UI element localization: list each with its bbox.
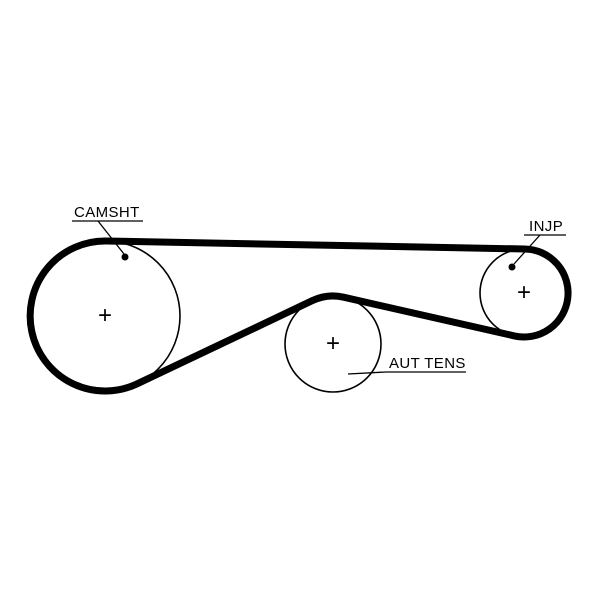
injection-pump-leader-line <box>513 234 541 265</box>
timing-belt-path <box>26 237 572 395</box>
camshaft-leader-line <box>97 220 125 255</box>
auto-tensioner-leader-line <box>347 371 387 375</box>
injection-pump-pointer-dot <box>508 263 516 271</box>
tensioner-center-mark: + <box>326 330 340 357</box>
camshaft-pointer-dot <box>121 253 129 261</box>
camshaft-center-mark: + <box>98 302 112 329</box>
auto-tensioner-label: AUT TENS <box>389 355 466 372</box>
injection-pump-center-mark: + <box>517 279 531 306</box>
camshaft-label: CAMSHT <box>74 204 140 221</box>
injection-pump-label: INJP <box>529 218 563 235</box>
